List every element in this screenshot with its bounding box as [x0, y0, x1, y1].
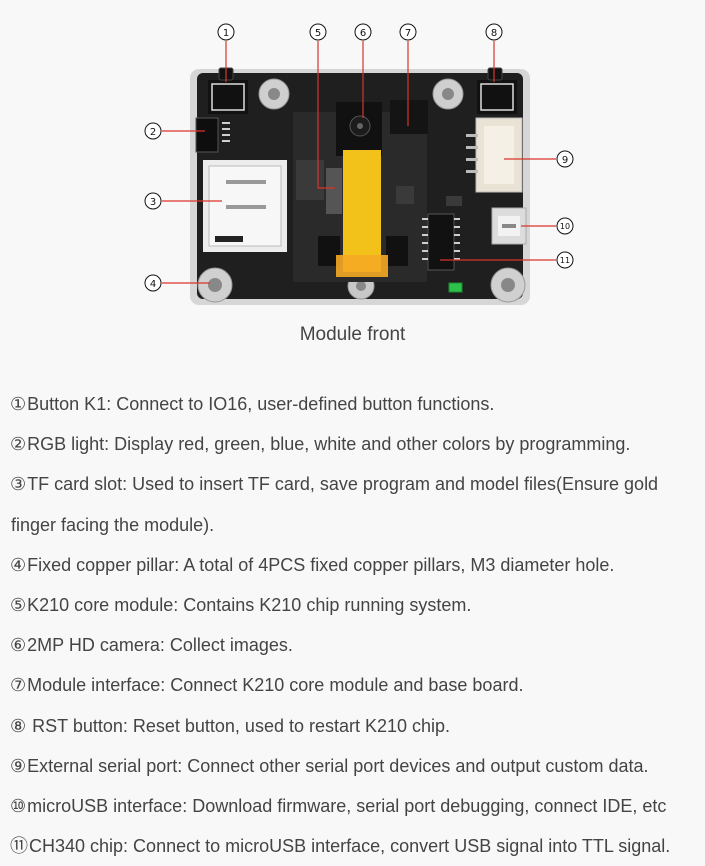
- item-number: ④: [10, 554, 27, 575]
- callout-1-label: 1: [223, 28, 229, 39]
- camera: [336, 102, 382, 156]
- item-text: RGB light: Display red, green, blue, whi…: [27, 434, 631, 455]
- item-number: ⑩: [10, 795, 27, 816]
- item-text: RST button: Reset button, used to restar…: [27, 715, 451, 736]
- description-item-3-continued: finger facing the module).: [10, 505, 705, 545]
- description-item-4: ④Fixed copper pillar: A total of 4PCS fi…: [10, 545, 705, 585]
- screw-top-left: [258, 78, 290, 110]
- item-number: ③: [10, 474, 27, 495]
- microusb-interface: [491, 207, 527, 245]
- screw-top-right: [432, 78, 464, 110]
- description-item-1: ①Button K1: Connect to IO16, user-define…: [10, 384, 705, 424]
- description-item-9: ⑨External serial port: Connect other ser…: [10, 746, 705, 786]
- item-number: ②: [10, 434, 27, 455]
- callout-9: 9: [556, 150, 574, 168]
- callout-9-label: 9: [562, 155, 568, 166]
- callout-6-label: 6: [360, 28, 366, 39]
- callout-7-label: 7: [405, 28, 411, 39]
- copper-pillar-bottom-left: [197, 267, 233, 303]
- item-text: External serial port: Connect other seri…: [27, 755, 649, 776]
- item-number: ⑧: [10, 715, 27, 736]
- callout-5: 5: [309, 23, 327, 41]
- description-item-2: ②RGB light: Display red, green, blue, wh…: [10, 424, 705, 464]
- item-text: finger facing the module).: [11, 514, 215, 535]
- item-text: K210 core module: Contains K210 chip run…: [27, 594, 472, 615]
- external-serial-port: [466, 117, 523, 193]
- module-interface: [390, 100, 428, 134]
- callout-8: 8: [485, 23, 503, 41]
- camera-flex-cable: [343, 150, 381, 272]
- description-item-10: ⑩microUSB interface: Download firmware, …: [10, 786, 705, 826]
- callout-11-label: 11: [560, 256, 570, 265]
- item-number: ⑤: [10, 594, 27, 615]
- item-number: ⑥: [10, 635, 27, 656]
- callout-3: 3: [144, 192, 162, 210]
- figure-caption: Module front: [299, 324, 406, 345]
- callout-2-label: 2: [150, 127, 156, 138]
- callout-10-label: 10: [560, 222, 570, 231]
- ch340-chip: [422, 213, 460, 271]
- callout-8-label: 8: [491, 28, 497, 39]
- item-text: TF card slot: Used to insert TF card, sa…: [27, 474, 659, 495]
- leader-5: [317, 41, 335, 189]
- description-item-8: ⑧ RST button: Reset button, used to rest…: [10, 706, 705, 746]
- item-text: Module interface: Connect K210 core modu…: [27, 675, 524, 696]
- callout-4: 4: [144, 274, 162, 292]
- description-list: ①Button K1: Connect to IO16, user-define…: [10, 384, 705, 866]
- callout-7: 7: [399, 23, 417, 41]
- item-text: 2MP HD camera: Collect images.: [27, 635, 293, 656]
- description-item-3: ③TF card slot: Used to insert TF card, s…: [10, 464, 705, 504]
- callout-5-label: 5: [315, 28, 321, 39]
- rgb-light: [195, 117, 219, 153]
- button-rst: [477, 67, 517, 114]
- tf-card-slot: [203, 160, 287, 252]
- item-number: ⑨: [10, 755, 27, 776]
- callout-1: 1: [217, 23, 235, 41]
- item-text: Fixed copper pillar: A total of 4PCS fix…: [27, 554, 615, 575]
- callout-10: 10: [556, 217, 574, 235]
- callout-2: 2: [144, 122, 162, 140]
- item-number: ①: [10, 394, 27, 414]
- copper-pillar-bottom-right: [490, 267, 526, 303]
- callout-4-label: 4: [150, 279, 156, 290]
- module-front-diagram: 1 2 3 4 5 6 7 8 9 10 11: [144, 23, 574, 305]
- callout-11: 11: [556, 251, 574, 269]
- callout-3-label: 3: [150, 197, 156, 208]
- description-item-6: ⑥2MP HD camera: Collect images.: [10, 625, 705, 665]
- description-item-11: ⑪CH340 chip: Connect to microUSB interfa…: [10, 826, 705, 866]
- item-number: ⑪: [10, 836, 28, 857]
- description-item-5: ⑤K210 core module: Contains K210 chip ru…: [10, 585, 705, 625]
- button-k1: [208, 67, 248, 114]
- callout-6: 6: [354, 23, 372, 41]
- item-text: microUSB interface: Download firmware, s…: [27, 795, 667, 816]
- status-led: [448, 282, 463, 293]
- item-number: ⑦: [10, 675, 27, 696]
- item-text: CH340 chip: Connect to microUSB interfac…: [29, 836, 671, 857]
- description-item-7: ⑦Module interface: Connect K210 core mod…: [10, 665, 705, 705]
- item-text: Button K1: Connect to IO16, user-defined…: [27, 394, 495, 414]
